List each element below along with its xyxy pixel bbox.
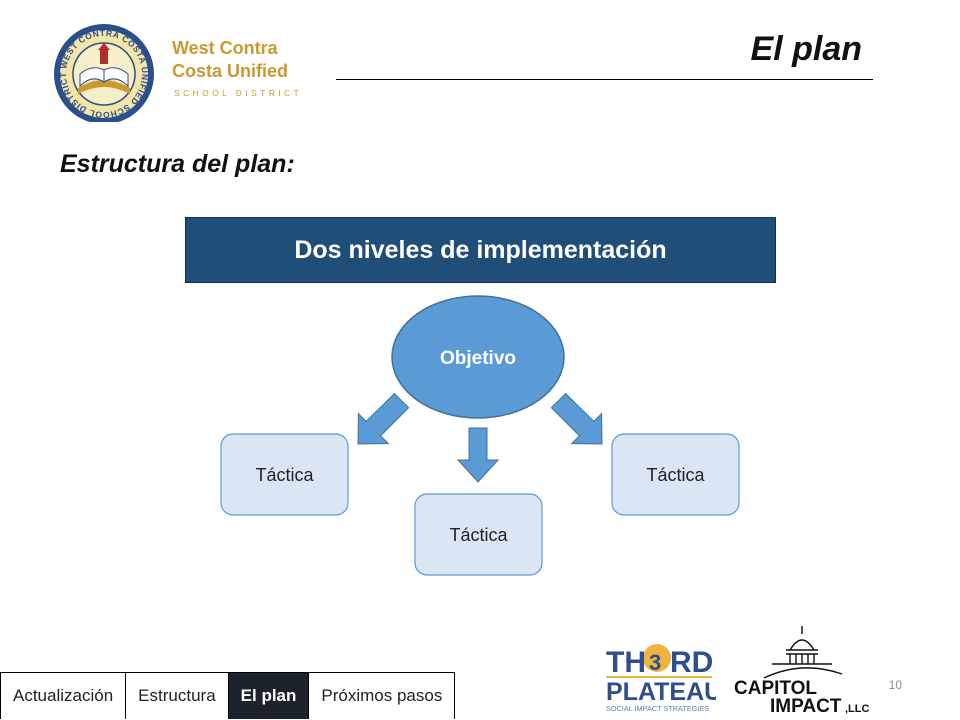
page-number: 10 bbox=[888, 678, 902, 692]
arrow-to-left-tactic bbox=[357, 392, 410, 445]
page-title: El plan bbox=[750, 30, 862, 68]
section-heading: Estructura del plan: bbox=[60, 150, 295, 178]
district-name-line3: SCHOOL DISTRICT bbox=[174, 88, 302, 98]
capitol-impact-suffix: ,LLC bbox=[845, 703, 869, 715]
district-name-line1: West Contra bbox=[172, 38, 279, 58]
capitol-dome-icon bbox=[763, 626, 843, 679]
banner-label: Dos niveles de implementación bbox=[294, 235, 667, 264]
capitol-impact-line1: CAPITOL bbox=[734, 678, 817, 699]
tactic-node-center: Táctica bbox=[414, 493, 543, 576]
tab-el-plan[interactable]: El plan bbox=[228, 673, 310, 719]
third-plateau-logo: TH 3 RD PLATEAU SOCIAL IMPACT STRATEGIES bbox=[606, 644, 716, 713]
objective-label: Objetivo bbox=[440, 348, 516, 369]
tactic-label: Táctica bbox=[646, 465, 705, 485]
tab-proximos-pasos[interactable]: Próximos pasos bbox=[309, 673, 455, 719]
third-plateau-line2: PLATEAU bbox=[606, 678, 716, 706]
title-divider bbox=[336, 79, 873, 80]
tactic-node-left: Táctica bbox=[220, 433, 349, 516]
arrow-to-center-tactic bbox=[456, 427, 500, 483]
capitol-impact-line2: IMPACT bbox=[770, 696, 842, 716]
third-plateau-tagline: SOCIAL IMPACT STRATEGIES bbox=[606, 704, 709, 713]
district-name-line2: Costa Unified bbox=[172, 61, 288, 81]
tab-estructura[interactable]: Estructura bbox=[126, 673, 229, 719]
tactic-label: Táctica bbox=[255, 465, 314, 485]
district-logo: WEST CONTRA COSTA UNIFIED SCHOOL DISTRIC… bbox=[54, 24, 302, 122]
implementation-levels-banner: Dos niveles de implementación bbox=[185, 217, 776, 283]
section-tabs: Actualización Estructura El plan Próximo… bbox=[0, 672, 456, 719]
arrow-to-right-tactic bbox=[550, 392, 603, 445]
tactic-node-right: Táctica bbox=[611, 433, 740, 516]
third-plateau-rd: RD bbox=[670, 646, 713, 679]
tab-actualizacion[interactable]: Actualización bbox=[1, 673, 127, 719]
third-plateau-digit: 3 bbox=[649, 650, 661, 675]
objective-node: Objetivo bbox=[391, 295, 565, 419]
tactic-label: Táctica bbox=[449, 525, 508, 545]
capitol-impact-logo: CAPITOL IMPACT ,LLC bbox=[734, 626, 869, 716]
third-plateau-th: TH bbox=[606, 646, 646, 679]
